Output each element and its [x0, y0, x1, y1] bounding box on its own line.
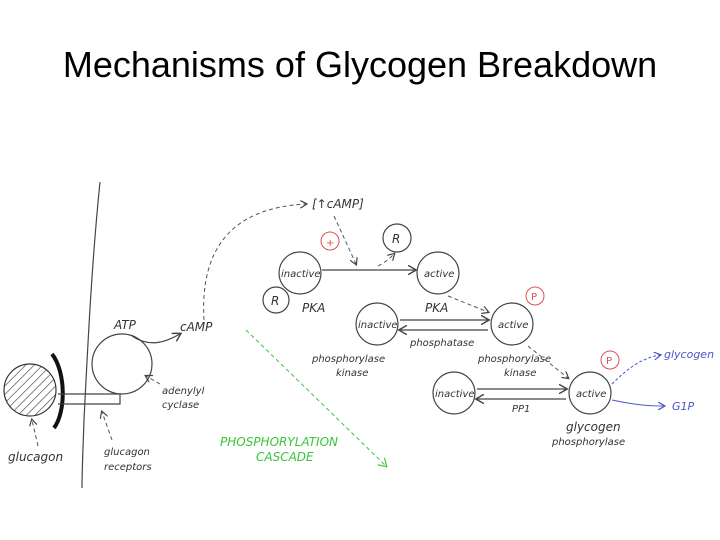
r-release-arrow — [377, 254, 394, 267]
phk-phosphate-badge — [525, 286, 545, 306]
camp-rise-arrow — [203, 204, 306, 321]
camp-label: cAMP — [180, 320, 213, 334]
cascade-label-2: CASCADE — [256, 450, 314, 464]
atp-label: ATP — [113, 318, 137, 332]
receptor-stem — [58, 393, 121, 405]
adenylyl-cyclase — [91, 333, 153, 395]
pka-inactive-label: inactive — [281, 269, 321, 280]
phk-active-label: active — [498, 320, 528, 331]
cascade-label-1: PHOSPHORYLATION — [220, 435, 338, 449]
cell-membrane — [81, 181, 101, 489]
pka-inactive — [278, 251, 322, 295]
phk-active — [490, 302, 534, 346]
phk-to-gp-arrow — [527, 345, 568, 378]
camp-to-pka-arrow — [333, 215, 356, 264]
r-bottom-label: R — [271, 294, 279, 308]
phk-inactive — [355, 302, 399, 346]
glucagon-arrow — [32, 420, 39, 447]
regulatory-subunit-bottom — [262, 286, 290, 314]
pka-label-right: PKA — [425, 301, 448, 315]
gp-phosphate-label: P — [606, 356, 612, 367]
phk-active-name-1: phosphorylase — [477, 354, 551, 365]
gp-inactive-label: inactive — [435, 389, 475, 400]
g1p-arrow — [611, 399, 664, 406]
receptor-cap — [50, 352, 65, 430]
gp-active — [568, 371, 612, 415]
glucagon-label: glucagon — [8, 450, 63, 464]
adenylyl-arrow — [146, 376, 161, 385]
phk-inactive-name-1: phosphorylase — [311, 354, 385, 365]
receptors-label-1: glucagon — [104, 447, 150, 458]
phk-inactive-name-2: kinase — [336, 368, 368, 379]
phk-inactive-label: inactive — [358, 320, 398, 331]
gp-active-label: active — [576, 389, 606, 400]
phosphatase-label: phosphatase — [409, 338, 474, 349]
plus-sign: + — [326, 238, 334, 249]
pka-label-left: PKA — [302, 301, 325, 315]
glycogen-arrow — [611, 355, 660, 385]
camp-concentration-label: [↑cAMP] — [312, 197, 364, 211]
receptors-arrow — [102, 412, 113, 441]
regulatory-subunit-top — [382, 223, 412, 253]
slide-title: Mechanisms of Glycogen Breakdown — [62, 44, 658, 85]
gp-inactive — [432, 371, 476, 415]
gp-name-1: glycogen — [566, 420, 621, 434]
pp1-label: PP1 — [512, 404, 530, 415]
gp-phosphate-badge — [600, 350, 620, 370]
adenylyl-label-2: cyclase — [162, 400, 199, 411]
pka-to-phk-arrow — [447, 295, 488, 312]
glycogen-product-label: glycogen — [664, 348, 714, 361]
atp-to-camp-arrow — [131, 334, 180, 344]
cascade-arrow — [245, 329, 386, 466]
gp-name-2: phosphorylase — [551, 437, 625, 448]
receptors-label-2: receptors — [104, 462, 152, 473]
r-top-label: R — [392, 232, 400, 246]
pka-active-label: active — [424, 269, 454, 280]
phk-active-name-2: kinase — [504, 368, 536, 379]
plus-badge — [320, 231, 340, 251]
phk-phosphate-label: P — [531, 292, 537, 303]
glucagon-molecule — [3, 363, 57, 417]
adenylyl-label-1: adenylyl — [162, 386, 205, 397]
g1p-product-label: G1P — [672, 400, 695, 413]
